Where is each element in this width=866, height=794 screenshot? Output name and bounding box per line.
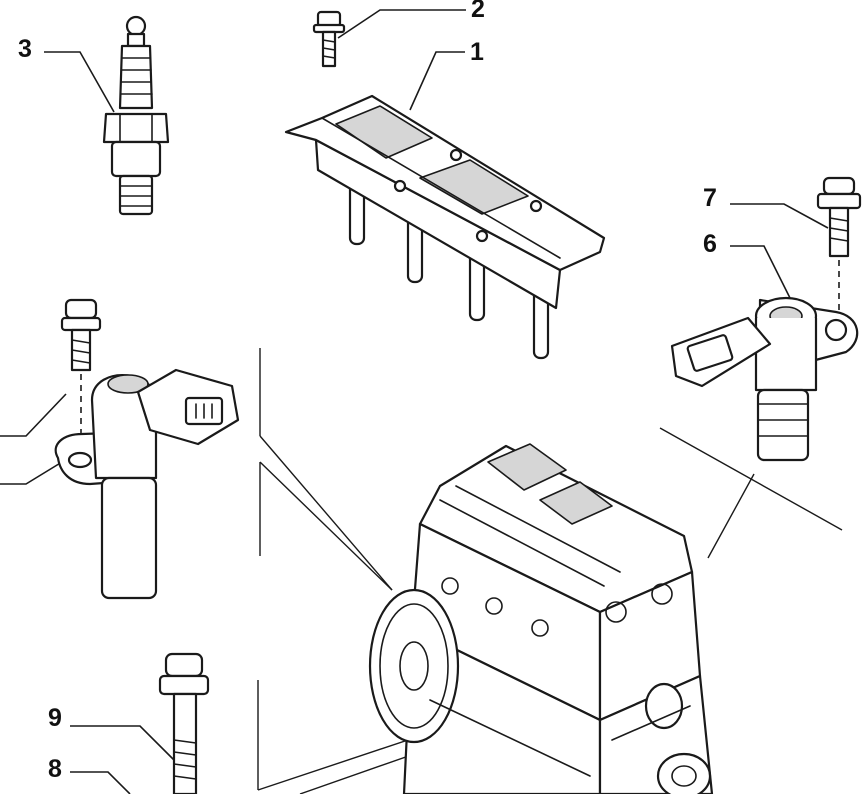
- bolt-7: [816, 176, 862, 312]
- callout-8: 8: [48, 755, 62, 783]
- guide-lines: [257, 348, 843, 794]
- callout-1: 1: [470, 38, 484, 66]
- engine-block: [368, 443, 714, 794]
- bolt-9: [158, 652, 210, 794]
- callout-9: 9: [48, 704, 62, 732]
- spark-plug-3: [102, 15, 170, 216]
- callout-3: 3: [18, 35, 32, 63]
- callout-6: 6: [703, 230, 717, 258]
- camshaft-sensor-6: [670, 296, 859, 462]
- crankshaft-sensor: [54, 298, 240, 600]
- ignition-coil-1: [284, 94, 606, 360]
- leader-lines: [0, 9, 829, 794]
- callout-7: 7: [703, 184, 717, 212]
- callout-2: 2: [471, 0, 485, 23]
- bolt-2: [312, 10, 346, 68]
